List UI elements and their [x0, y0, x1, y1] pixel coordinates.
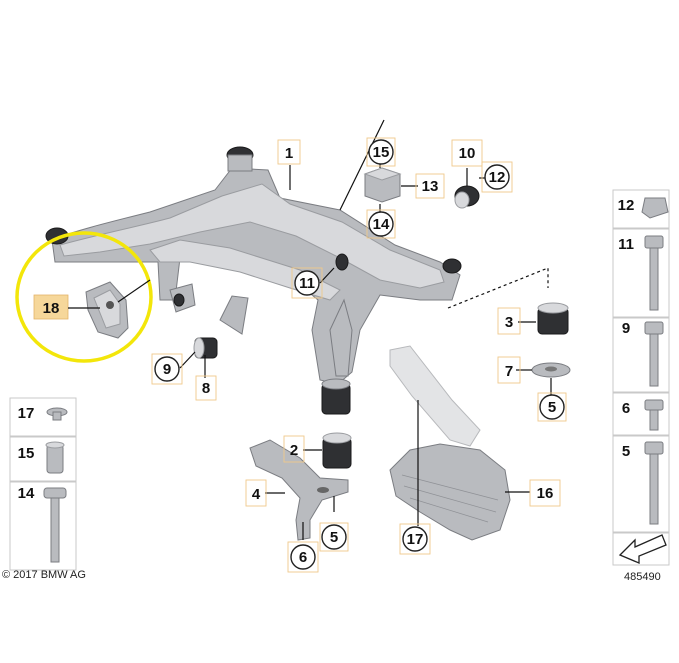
highlight-label-box	[33, 294, 69, 320]
svg-text:14: 14	[373, 216, 390, 233]
svg-text:7: 7	[505, 363, 513, 380]
bracket-part-4	[249, 439, 349, 541]
copyright-text: © 2017 BMW AG	[2, 569, 86, 581]
svg-text:11: 11	[299, 275, 315, 292]
callout-5-right: 5	[537, 392, 567, 422]
callout-9: 9	[151, 353, 183, 385]
leader-lines	[68, 119, 552, 540]
bolt-part-6	[644, 399, 664, 411]
callout-1: 1	[277, 139, 301, 165]
svg-text:2: 2	[290, 442, 298, 459]
svg-text:16: 16	[537, 485, 554, 502]
washer-part-7	[531, 362, 571, 378]
left-parts-panel: 17 15 14	[9, 397, 77, 571]
svg-text:17: 17	[407, 531, 424, 548]
callout-11: 11	[291, 267, 323, 299]
callout-14: 14	[366, 209, 396, 239]
bolt-part-14	[43, 487, 67, 499]
svg-text:12: 12	[489, 169, 506, 186]
bushing-part-9	[193, 337, 218, 359]
callout-3: 3	[497, 307, 521, 335]
left-panel-label-14: 14	[18, 485, 35, 502]
callout-12: 12	[481, 161, 513, 193]
bolt-part-11	[644, 235, 664, 249]
callout-6: 6	[287, 541, 319, 573]
underbody-shield-part-16	[389, 345, 511, 541]
right-panel-label-5: 5	[622, 443, 630, 460]
callout-15: 15	[366, 137, 396, 167]
callout-5-bottom: 5	[319, 522, 349, 552]
diagram-number: 485490	[624, 571, 661, 583]
callout-17: 17	[399, 523, 431, 555]
callout-2: 2	[283, 435, 305, 463]
bolt-part-9	[644, 321, 664, 335]
right-panel-label-9: 9	[622, 320, 630, 337]
highlight-circle	[15, 231, 153, 363]
right-panel-label-11: 11	[618, 236, 634, 253]
bracket-part-18	[85, 281, 129, 339]
nut-part-15	[46, 444, 64, 474]
view-direction-arrow-icon	[618, 534, 667, 564]
svg-text:13: 13	[422, 178, 439, 195]
callout-8: 8	[195, 375, 217, 401]
bushing-part-10	[454, 185, 480, 209]
svg-text:6: 6	[299, 549, 307, 566]
rubber-block-part-15	[363, 167, 402, 203]
svg-text:15: 15	[373, 144, 390, 161]
bushing-part-3	[537, 302, 569, 335]
svg-text:4: 4	[252, 486, 261, 503]
svg-text:3: 3	[505, 314, 513, 331]
right-parts-panel: 12 11 9 6 5	[612, 189, 670, 566]
nut-part-12	[641, 197, 669, 219]
svg-text:1: 1	[285, 145, 293, 162]
bolt-part-5	[644, 441, 664, 455]
callout-16: 16	[529, 479, 561, 507]
bushing-part-2	[322, 432, 352, 469]
callout-4: 4	[245, 479, 267, 507]
right-panel-label-6: 6	[622, 400, 630, 417]
svg-text:18: 18	[43, 300, 60, 317]
left-panel-label-15: 15	[18, 445, 35, 462]
callout-18: 18	[43, 300, 60, 317]
callout-13: 13	[415, 173, 445, 199]
svg-text:10: 10	[459, 145, 476, 162]
svg-text:9: 9	[163, 361, 171, 378]
callout-7: 7	[497, 356, 521, 384]
svg-text:8: 8	[202, 380, 210, 397]
right-panel-label-12: 12	[618, 197, 635, 214]
svg-text:5: 5	[548, 399, 556, 416]
left-panel-label-17: 17	[18, 405, 35, 422]
callout-10: 10	[451, 139, 483, 167]
svg-text:5: 5	[330, 529, 338, 546]
